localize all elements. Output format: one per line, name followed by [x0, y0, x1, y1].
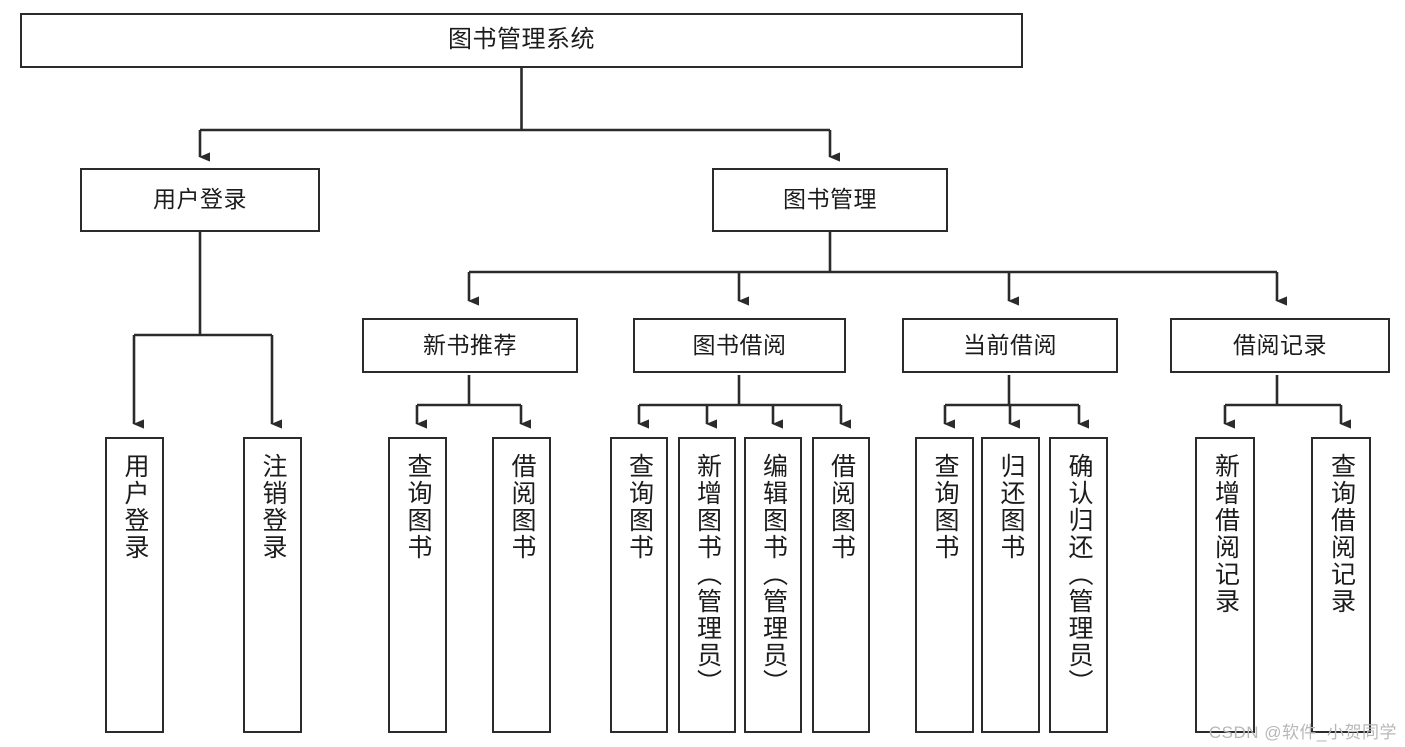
node-leaf-edit-book-label: 编辑图书（管理员） — [759, 453, 788, 696]
node-leaf-add-book[interactable]: 新增图书（管理员） — [678, 437, 736, 733]
node-leaf-borrow-book-2-label: 借阅图书 — [827, 453, 856, 561]
node-current-borrow[interactable]: 当前借阅 — [902, 318, 1118, 373]
node-leaf-query-book-3-label: 查询图书 — [931, 453, 959, 561]
node-leaf-logout-login[interactable]: 注销登录 — [243, 437, 302, 733]
node-leaf-borrow-book-1[interactable]: 借阅图书 — [492, 437, 551, 733]
node-leaf-query-book-3[interactable]: 查询图书 — [915, 437, 974, 733]
node-root[interactable]: 图书管理系统 — [20, 13, 1023, 68]
node-leaf-logout-login-label: 注销登录 — [259, 453, 287, 561]
node-root-label: 图书管理系统 — [448, 26, 595, 54]
csdn-watermark: CSDN @软件_小贺同学 — [1208, 723, 1397, 742]
node-leaf-user-login[interactable]: 用户登录 — [105, 437, 164, 733]
node-leaf-return-book[interactable]: 归还图书 — [981, 437, 1040, 733]
node-leaf-confirm-return-label: 确认归还（管理员） — [1065, 453, 1093, 696]
node-leaf-query-book-1[interactable]: 查询图书 — [388, 437, 447, 733]
node-leaf-query-book-2-label: 查询图书 — [625, 453, 654, 561]
node-user-login[interactable]: 用户登录 — [80, 168, 320, 232]
node-leaf-query-book-1-label: 查询图书 — [404, 453, 432, 561]
node-book-borrow-label: 图书借阅 — [692, 331, 787, 358]
node-leaf-add-book-label: 新增图书（管理员） — [693, 453, 722, 696]
node-user-login-label: 用户登录 — [153, 186, 247, 213]
node-leaf-query-book-2[interactable]: 查询图书 — [610, 437, 668, 733]
node-leaf-borrow-book-1-label: 借阅图书 — [508, 453, 536, 561]
node-borrow-record[interactable]: 借阅记录 — [1170, 318, 1390, 373]
node-book-manage[interactable]: 图书管理 — [712, 168, 948, 232]
node-borrow-record-label: 借阅记录 — [1233, 331, 1327, 358]
node-leaf-query-record-label: 查询借阅记录 — [1327, 453, 1356, 615]
node-book-manage-label: 图书管理 — [783, 186, 877, 213]
node-leaf-borrow-book-2[interactable]: 借阅图书 — [812, 437, 870, 733]
node-current-borrow-label: 当前借阅 — [963, 331, 1057, 358]
node-leaf-add-record-label: 新增借阅记录 — [1211, 453, 1240, 615]
node-leaf-user-login-label: 用户登录 — [121, 453, 149, 561]
node-leaf-return-book-label: 归还图书 — [997, 453, 1025, 561]
node-leaf-query-record[interactable]: 查询借阅记录 — [1311, 437, 1371, 733]
node-leaf-confirm-return[interactable]: 确认归还（管理员） — [1049, 437, 1108, 733]
node-leaf-edit-book[interactable]: 编辑图书（管理员） — [744, 437, 802, 733]
node-book-borrow[interactable]: 图书借阅 — [633, 318, 846, 373]
node-leaf-add-record[interactable]: 新增借阅记录 — [1195, 437, 1255, 733]
node-new-book-recommend[interactable]: 新书推荐 — [362, 318, 578, 373]
node-new-book-recommend-label: 新书推荐 — [423, 331, 517, 358]
